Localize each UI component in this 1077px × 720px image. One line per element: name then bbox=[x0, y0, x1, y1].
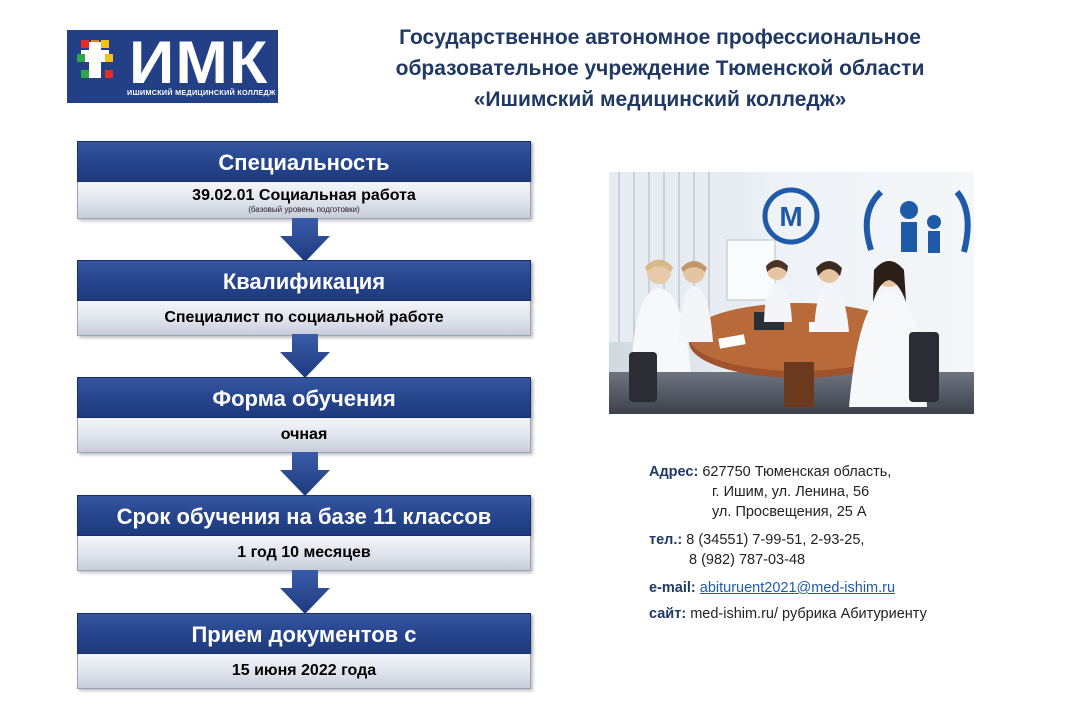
address-row-1: Адрес: 627750 Тюменская область, bbox=[649, 462, 1069, 482]
title-line-1: Государственное автономное профессиональ… bbox=[399, 26, 921, 49]
logo-subtitle: ИШИМСКИЙ МЕДИЦИНСКИЙ КОЛЛЕДЖ bbox=[127, 88, 276, 97]
medical-cross-icon bbox=[77, 40, 113, 78]
email-row: e-mail: abituruent2021@med-ishim.ru bbox=[649, 578, 1069, 598]
college-logo: ИМК ИШИМСКИЙ МЕДИЦИНСКИЙ КОЛЛЕДЖ bbox=[67, 30, 278, 103]
email-link[interactable]: abituruent2021@med-ishim.ru bbox=[699, 580, 896, 596]
specialty-title: Специальность bbox=[77, 141, 531, 182]
qualification-value: Специалист по социальной работе bbox=[164, 309, 444, 326]
study-form-title: Форма обучения bbox=[77, 377, 531, 418]
title-line-3: «Ишимский медицинский колледж» bbox=[473, 88, 847, 111]
phone-1: 8 (34551) 7-99-51, 2-93-25, bbox=[686, 532, 865, 548]
qualification-title: Квалификация bbox=[77, 260, 531, 301]
svg-text:M: M bbox=[779, 201, 802, 232]
down-arrow-icon bbox=[280, 570, 330, 614]
title-line-2: образовательное учреждение Тюменской обл… bbox=[395, 57, 925, 80]
admission-value: 15 июня 2022 года bbox=[231, 662, 377, 679]
study-duration-value: 1 год 10 месяцев bbox=[237, 544, 371, 561]
admission-title: Прием документов с bbox=[77, 613, 531, 654]
site-value: med-ishim.ru/ рубрика Абитуриенту bbox=[690, 606, 927, 622]
logo-text: ИМК bbox=[129, 30, 269, 96]
qualification-block: Квалификация Специалист по социальной ра… bbox=[77, 260, 531, 336]
address-line-2: г. Ишим, ул. Ленина, 56 bbox=[712, 484, 870, 500]
specialty-value: 39.02.01 Социальная работа bbox=[192, 186, 416, 204]
organization-title: Государственное автономное профессиональ… bbox=[340, 22, 980, 115]
specialty-body: 39.02.01 Социальная работа (базовый уров… bbox=[77, 182, 531, 219]
study-duration-block: Срок обучения на базе 11 классов 1 год 1… bbox=[77, 495, 531, 571]
study-form-block: Форма обучения очная bbox=[77, 377, 531, 453]
study-duration-body: 1 год 10 месяцев bbox=[77, 536, 531, 571]
study-form-body: очная bbox=[77, 418, 531, 453]
down-arrow-icon bbox=[280, 334, 330, 378]
email-label: e-mail: bbox=[649, 580, 696, 596]
site-label: сайт: bbox=[649, 606, 687, 622]
admission-body: 15 июня 2022 года bbox=[77, 654, 531, 689]
site-row: сайт: med-ishim.ru/ рубрика Абитуриенту bbox=[649, 604, 1069, 624]
admission-block: Прием документов с 15 июня 2022 года bbox=[77, 613, 531, 689]
down-arrow-icon bbox=[280, 452, 330, 496]
specialty-note: (базовый уровень подготовки) bbox=[248, 204, 360, 214]
phone-row: тел.: 8 (34551) 7-99-51, 2-93-25, bbox=[649, 530, 1069, 550]
down-arrow-icon bbox=[280, 218, 330, 262]
contacts-block: Адрес: 627750 Тюменская область, г. Ишим… bbox=[649, 462, 1069, 624]
qualification-body: Специалист по социальной работе bbox=[77, 301, 531, 336]
address-line-1: 627750 Тюменская область, bbox=[702, 464, 892, 480]
phone-label: тел.: bbox=[649, 532, 683, 548]
study-form-value: очная bbox=[280, 426, 328, 443]
students-photo: M bbox=[609, 172, 974, 414]
address-label: Адрес: bbox=[649, 464, 699, 480]
study-duration-title: Срок обучения на базе 11 классов bbox=[77, 495, 531, 536]
specialty-block: Специальность 39.02.01 Социальная работа… bbox=[77, 141, 531, 219]
phone-2: 8 (982) 787-03-48 bbox=[689, 552, 806, 568]
address-line-3: ул. Просвещения, 25 А bbox=[712, 504, 867, 520]
